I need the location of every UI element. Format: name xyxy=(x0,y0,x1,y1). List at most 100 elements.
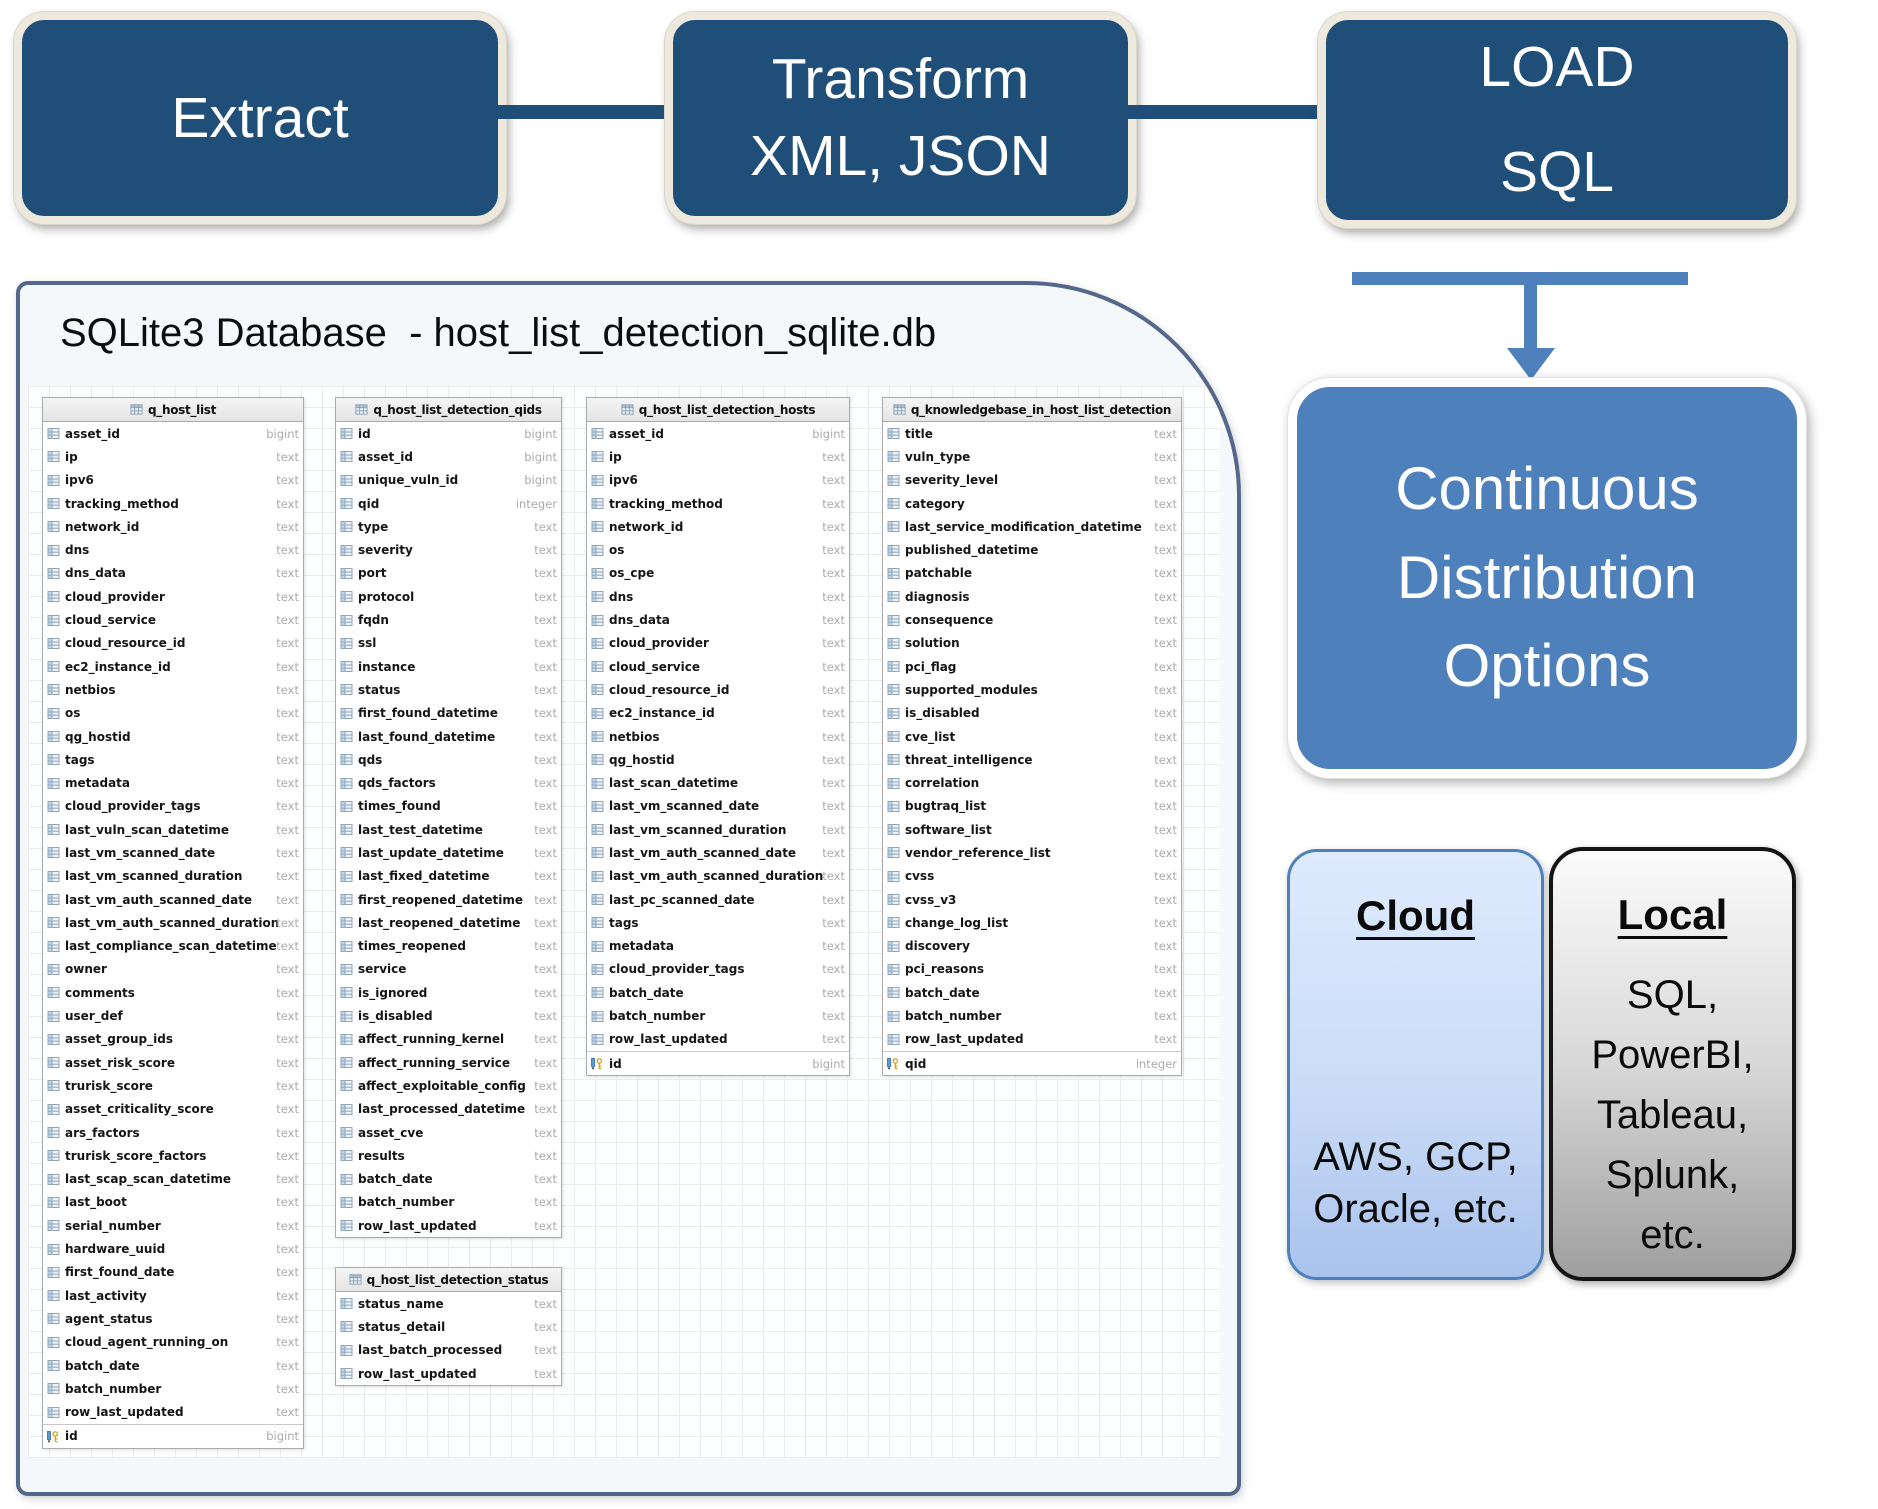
column-icon xyxy=(340,1149,353,1162)
column-type: text xyxy=(1154,449,1177,464)
column-type: text xyxy=(276,659,299,674)
column-type: text xyxy=(276,1195,299,1210)
flow-box-transform: Transform XML, JSON xyxy=(665,12,1136,224)
column-name: fqdn xyxy=(358,613,389,628)
column-type: text xyxy=(276,1055,299,1070)
column-type: text xyxy=(1154,589,1177,604)
column-icon xyxy=(591,893,604,906)
column-icon xyxy=(340,1297,353,1310)
column-icon xyxy=(340,986,353,999)
column-icon xyxy=(340,637,353,650)
column-icon xyxy=(340,940,353,953)
column-icon xyxy=(340,614,353,627)
column-name: cvss xyxy=(905,869,935,884)
column-icon xyxy=(591,777,604,790)
column-name: ip xyxy=(609,449,622,464)
db-table-name: q_host_list_detection_qids xyxy=(373,402,542,417)
column-name: batch_number xyxy=(358,1195,455,1210)
column-type: text xyxy=(276,1265,299,1280)
column-icon xyxy=(591,753,604,766)
column-name: id xyxy=(65,1429,78,1444)
column-icon xyxy=(340,1173,353,1186)
column-name: cloud_provider xyxy=(65,589,165,604)
column-icon xyxy=(591,683,604,696)
column-name: agent_status xyxy=(65,1311,153,1326)
column-type: text xyxy=(1154,729,1177,744)
column-icon xyxy=(340,450,353,463)
column-icon xyxy=(47,544,60,557)
column-name: tags xyxy=(609,915,639,930)
column-name: os xyxy=(609,543,625,558)
column-name: dns_data xyxy=(609,613,670,628)
column-icon xyxy=(47,1289,60,1302)
column-type: text xyxy=(534,636,557,651)
column-icon xyxy=(47,1219,60,1232)
column-name: software_list xyxy=(905,822,992,837)
column-icon xyxy=(591,1033,604,1046)
column-type: text xyxy=(534,1319,557,1334)
column-icon xyxy=(887,800,900,813)
column-type: text xyxy=(822,939,845,954)
column-name: last_boot xyxy=(65,1195,127,1210)
column-icon xyxy=(591,474,604,487)
column-name: network_id xyxy=(609,519,684,534)
column-type: text xyxy=(276,636,299,651)
column-name: category xyxy=(905,496,965,511)
column-type: text xyxy=(276,939,299,954)
column-name: last_vuln_scan_datetime xyxy=(65,822,230,837)
column-icon xyxy=(591,963,604,976)
column-type: text xyxy=(276,589,299,604)
database-panel: SQLite3 Database - host_list_detection_s… xyxy=(16,281,1241,1496)
table-icon xyxy=(893,403,906,416)
column-name: status_detail xyxy=(358,1319,446,1334)
column-icon xyxy=(887,963,900,976)
column-type: text xyxy=(534,566,557,581)
column-type: text xyxy=(534,962,557,977)
db-table-q_host_list_detection_status: q_host_list_detection_status status_name… xyxy=(335,1267,562,1387)
column-name: comments xyxy=(65,985,135,1000)
column-icon xyxy=(47,1126,60,1139)
column-type: text xyxy=(1154,543,1177,558)
column-name: patchable xyxy=(905,566,973,581)
column-row: status_detail text xyxy=(336,1315,561,1339)
column-type: integer xyxy=(515,496,557,511)
column-name: id xyxy=(609,1056,622,1071)
column-icon xyxy=(47,1312,60,1325)
column-type: text xyxy=(822,822,845,837)
column-icon xyxy=(47,940,60,953)
column-type: text xyxy=(822,496,845,511)
table-icon xyxy=(355,403,368,416)
column-icon xyxy=(47,1359,60,1372)
column-type: text xyxy=(534,1296,557,1311)
column-type: text xyxy=(822,845,845,860)
column-name: type xyxy=(358,519,389,534)
column-icon xyxy=(340,730,353,743)
column-icon xyxy=(47,1382,60,1395)
column-name: last_processed_datetime xyxy=(358,1102,526,1117)
column-name: last_update_datetime xyxy=(358,845,504,860)
column-type: text xyxy=(276,449,299,464)
column-type: text xyxy=(822,752,845,767)
